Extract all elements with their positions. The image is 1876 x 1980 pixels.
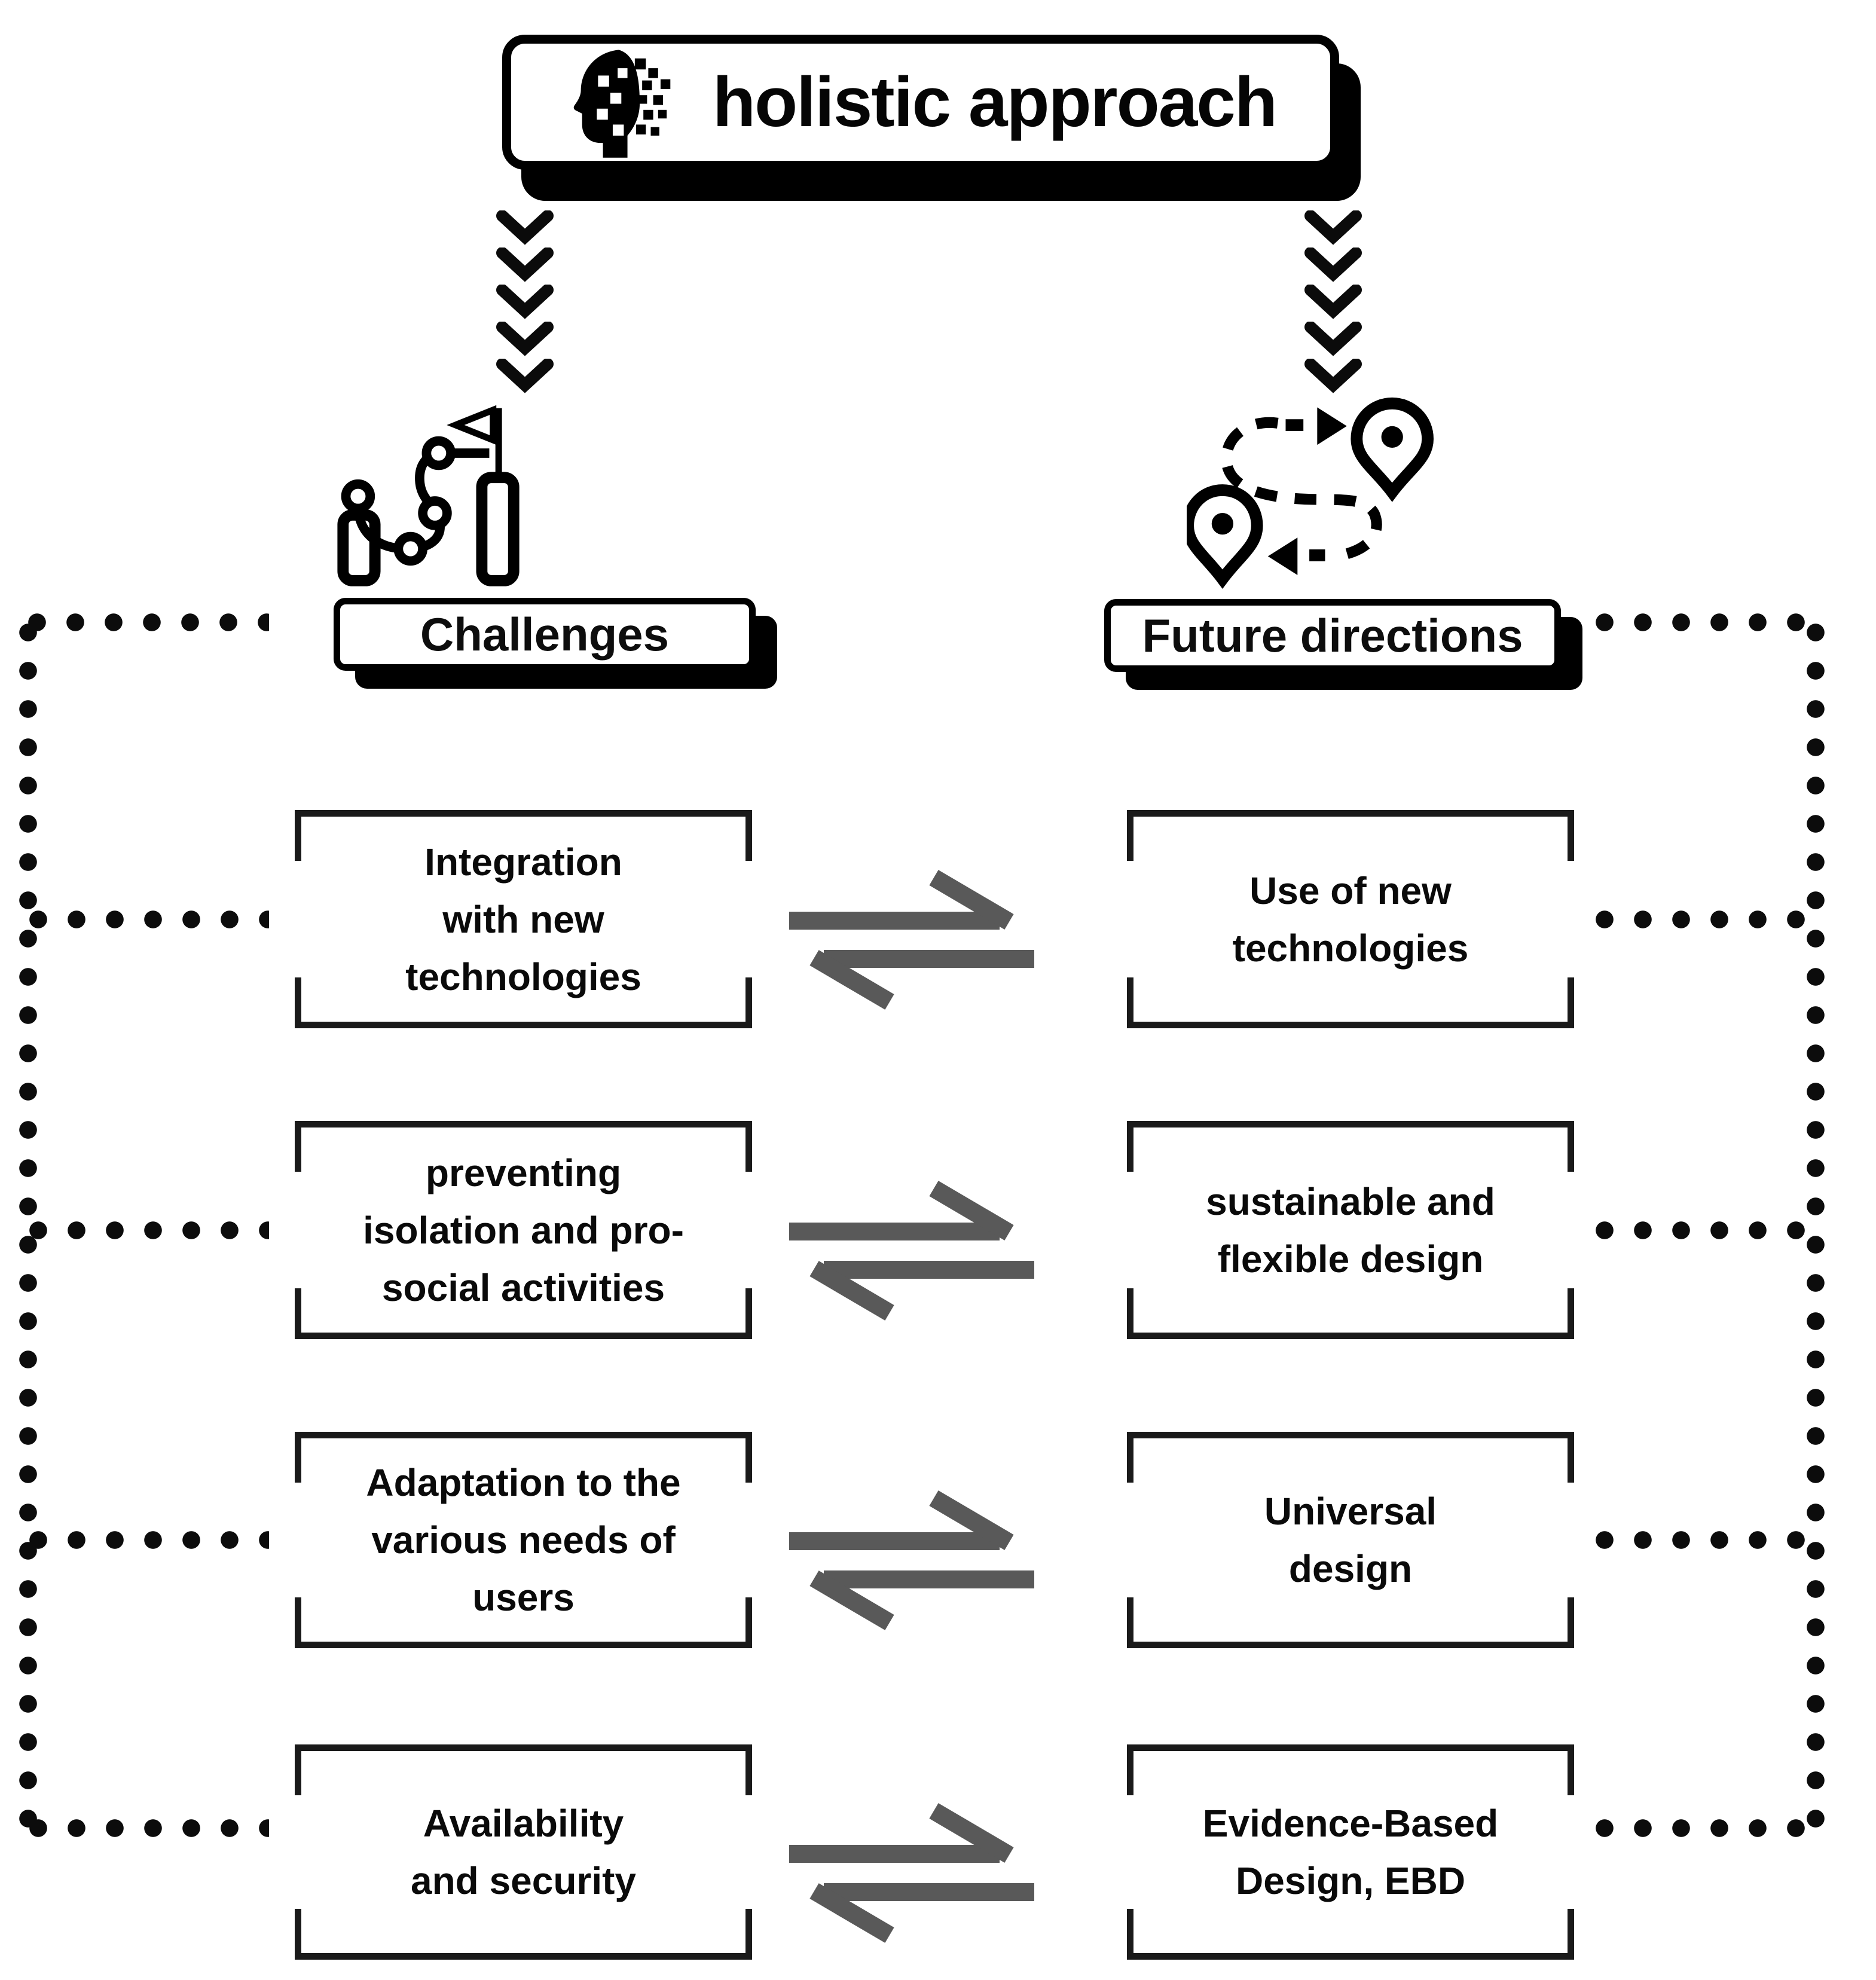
dotted-connector-left-row-2 (19, 1221, 269, 1239)
bracket-border-bottom (295, 977, 752, 1028)
challenges-label-text: Challenges (420, 607, 670, 661)
ai-head-icon (573, 49, 671, 158)
chevron-down-icon (1304, 248, 1362, 282)
bracket-border-bottom (1127, 1597, 1574, 1648)
chevron-down-icon (496, 285, 554, 319)
dotted-connector-left-row-1 (19, 910, 269, 928)
challenge-box-3-text: Adaptation to the various needs of users (366, 1461, 681, 1619)
dotted-connector-right-row-3 (1585, 1531, 1825, 1549)
bracket-border-bottom (1127, 977, 1574, 1028)
dotted-connector-right-row-1 (1585, 910, 1825, 928)
bracket-border-bottom (1127, 1909, 1574, 1960)
challenge-box-3: Adaptation to the various needs of users (295, 1432, 752, 1648)
challenges-label: Challenges (334, 598, 756, 671)
chevrons-right (1304, 210, 1362, 393)
dotted-connector-right-row-4 (1585, 1819, 1825, 1837)
future-box-3-text: Universal design (1264, 1490, 1437, 1590)
title-label: holistic approach (713, 63, 1278, 142)
future-box-4: Evidence-Based Design, EBD (1127, 1744, 1574, 1960)
milestones-icon (337, 405, 520, 586)
chevron-down-icon (496, 322, 554, 356)
bracket-border-top (295, 1432, 752, 1483)
future-directions-label-text: Future directions (1142, 609, 1523, 662)
chevrons-left (496, 210, 554, 393)
chevron-down-icon (1304, 322, 1362, 356)
challenge-box-1: Integration with new technologies (295, 810, 752, 1028)
challenge-box-4: Availability and security (295, 1744, 752, 1960)
bracket-border-top (295, 1121, 752, 1172)
chevron-down-icon (1304, 210, 1362, 245)
exchange-arrows-icon (789, 1803, 1034, 1943)
future-directions-label: Future directions (1104, 599, 1561, 672)
dotted-connector-left-top (18, 613, 269, 631)
future-box-2: sustainable and flexible design (1127, 1121, 1574, 1339)
bracket-border-top (295, 810, 752, 861)
future-box-1-text: Use of new technologies (1232, 869, 1469, 970)
future-box-3: Universal design (1127, 1432, 1574, 1648)
dotted-connector-right-row-2 (1585, 1221, 1825, 1239)
chevron-down-icon (496, 210, 554, 245)
bracket-border-top (1127, 1121, 1574, 1172)
chevron-down-icon (496, 248, 554, 282)
exchange-arrows-icon (789, 1181, 1034, 1321)
future-box-4-text: Evidence-Based Design, EBD (1202, 1802, 1499, 1902)
bracket-border-top (1127, 1432, 1574, 1483)
challenge-box-2: preventing isolation and pro- social act… (295, 1121, 752, 1339)
bracket-border-top (295, 1744, 752, 1795)
route-icon (1187, 397, 1434, 589)
bracket-border-bottom (295, 1909, 752, 1960)
bracket-border-bottom (295, 1597, 752, 1648)
chevron-down-icon (1304, 285, 1362, 319)
bracket-border-bottom (295, 1288, 752, 1339)
bracket-border-bottom (1127, 1288, 1574, 1339)
future-box-2-text: sustainable and flexible design (1206, 1180, 1495, 1281)
chevron-down-icon (496, 359, 554, 393)
title-box: holistic approach (502, 35, 1339, 170)
chevron-down-icon (1304, 359, 1362, 393)
challenge-box-1-text: Integration with new technologies (405, 840, 641, 998)
exchange-arrows-icon (789, 1490, 1034, 1630)
challenge-box-2-text: preventing isolation and pro- social act… (363, 1151, 684, 1309)
challenge-box-4-text: Availability and security (410, 1802, 637, 1902)
bracket-border-top (1127, 810, 1574, 861)
dotted-connector-right-top (1585, 613, 1825, 631)
exchange-arrows-icon (789, 870, 1034, 1010)
bracket-border-top (1127, 1744, 1574, 1795)
dotted-connector-left-row-4 (19, 1819, 269, 1837)
dotted-connector-left-row-3 (19, 1531, 269, 1549)
future-box-1: Use of new technologies (1127, 810, 1574, 1028)
